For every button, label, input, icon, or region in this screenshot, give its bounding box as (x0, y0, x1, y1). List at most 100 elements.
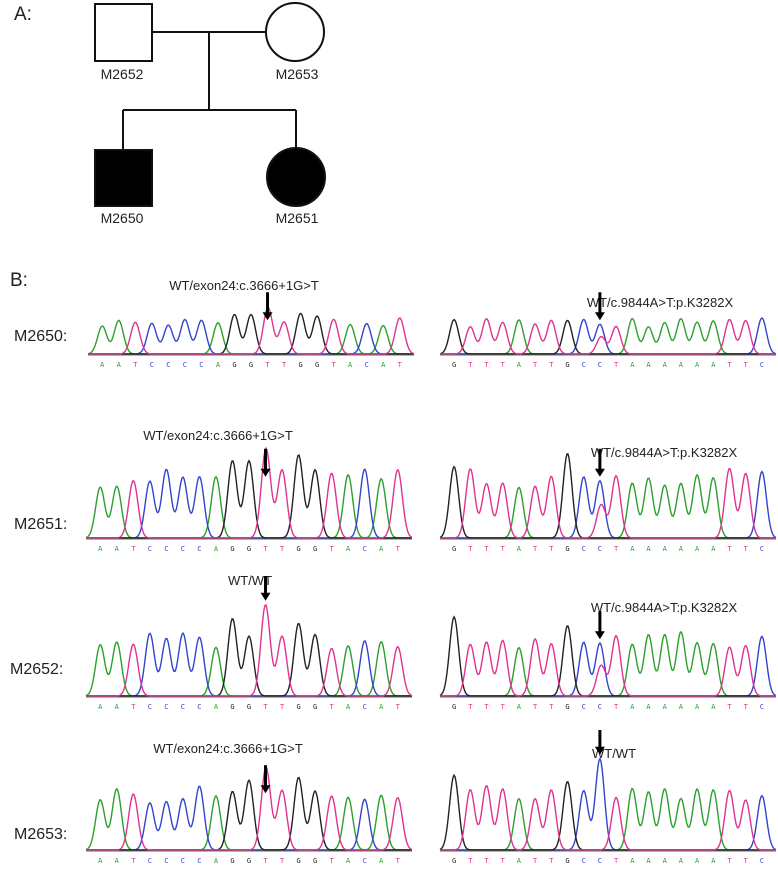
base-call-letter: A (679, 857, 684, 865)
base-call-letter: T (744, 703, 749, 711)
base-call-letter: T (330, 545, 335, 553)
base-call-letter: T (330, 857, 335, 865)
base-call-letter: A (216, 361, 221, 369)
base-call-letter: A (630, 545, 635, 553)
variant-arrow-head (594, 631, 605, 640)
base-call-letter: A (115, 857, 120, 865)
base-call-letter: A (646, 703, 651, 711)
base-call-letter: C (164, 703, 168, 711)
base-call-letter: C (760, 545, 764, 553)
base-call-letter: A (379, 545, 384, 553)
base-call-letter: C (598, 545, 602, 553)
base-call-letter: A (517, 361, 522, 369)
base-call-letter: T (131, 545, 136, 553)
base-call-letter: T (744, 361, 749, 369)
base-call-letter: A (646, 857, 651, 865)
base-call-letter: G (247, 703, 251, 711)
trace-g (439, 318, 776, 355)
base-call-letter: G (232, 361, 236, 369)
trace-t (86, 765, 413, 851)
base-call-letter: C (164, 857, 168, 865)
base-call-letter: A (711, 545, 716, 553)
base-call-letter: A (711, 361, 716, 369)
trace-g (86, 776, 412, 851)
base-call-letter: G (298, 361, 302, 369)
base-call-letter: C (363, 703, 367, 711)
variant-arrow-head (260, 592, 271, 601)
base-call-letter: A (517, 857, 522, 865)
base-call-letter: T (501, 857, 506, 865)
base-call-letter: A (346, 545, 351, 553)
base-call-letter: A (117, 361, 122, 369)
variant-arrow-head (594, 746, 605, 755)
base-call-letter: A (663, 703, 668, 711)
base-call-letter: T (280, 545, 285, 553)
trace-t (86, 604, 413, 697)
base-call-letter: T (614, 361, 619, 369)
row-2-right-variant-label: WT/c.9844A>T:p.K3282X (590, 445, 738, 460)
base-call-letter: T (727, 703, 732, 711)
base-call-letter: A (517, 545, 522, 553)
row-4-sample-label: M2653: (14, 826, 68, 843)
trace-t (86, 446, 413, 539)
father-id-label: M2652 (100, 66, 144, 82)
base-call-letter: T (396, 857, 401, 865)
base-call-letter: T (280, 703, 285, 711)
base-call-letter: G (313, 703, 317, 711)
row-3-left-variant-label: WT/WT (227, 573, 273, 588)
base-call-letter: C (760, 361, 764, 369)
base-call-letter: T (398, 361, 403, 369)
base-call-letter: T (533, 703, 538, 711)
base-call-letter: A (214, 545, 219, 553)
row-1-sample-label: M2650: (14, 328, 68, 345)
base-call-letter: A (679, 545, 684, 553)
base-call-letter: T (501, 361, 506, 369)
base-call-letter: C (582, 545, 586, 553)
base-call-letter: T (396, 545, 401, 553)
base-call-letter: C (197, 545, 201, 553)
base-call-letter: G (296, 545, 300, 553)
base-call-letter: T (501, 703, 506, 711)
base-call-letter: A (98, 703, 103, 711)
base-call-letter: G (452, 857, 456, 865)
base-call-letter: T (280, 857, 285, 865)
base-call-letter: C (181, 857, 185, 865)
base-call-letter: T (727, 545, 732, 553)
base-call-letter: C (760, 703, 764, 711)
base-call-letter: C (760, 857, 764, 865)
base-call-letter: G (452, 703, 456, 711)
base-call-letter: T (263, 545, 268, 553)
base-call-letter: A (98, 857, 103, 865)
variant-arrow-head (262, 312, 273, 321)
base-call-letter: G (247, 857, 251, 865)
base-call-letter: T (614, 703, 619, 711)
base-call-letter: T (744, 857, 749, 865)
base-call-letter: A (346, 703, 351, 711)
base-call-letter: A (98, 545, 103, 553)
base-call-letter: C (582, 857, 586, 865)
base-call-letter: A (381, 361, 386, 369)
trace-g (439, 615, 776, 697)
base-call-letter: A (214, 857, 219, 865)
row-3-right-variant-label: WT/c.9844A>T:p.K3282X (590, 600, 738, 615)
base-call-letter: T (727, 361, 732, 369)
trace-t (440, 785, 776, 851)
base-call-letter: A (711, 703, 716, 711)
base-call-letter: C (197, 703, 201, 711)
base-call-letter: A (679, 361, 684, 369)
base-call-letter: A (346, 857, 351, 865)
row-3-sample-label: M2652: (10, 661, 64, 678)
base-call-letter: T (484, 545, 489, 553)
base-call-letter: T (484, 703, 489, 711)
pedigree-diagram (94, 2, 326, 207)
base-call-letter: A (517, 703, 522, 711)
base-call-letter: G (313, 857, 317, 865)
base-call-letter: T (727, 857, 732, 865)
base-call-letter: G (452, 545, 456, 553)
base-call-letter: T (533, 857, 538, 865)
base-call-letter: T (133, 361, 138, 369)
base-call-letter: G (230, 703, 234, 711)
